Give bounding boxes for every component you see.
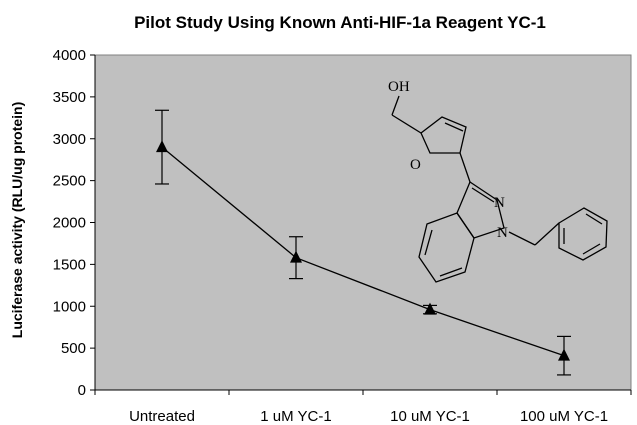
- x-tick-label: 10 uM YC-1: [390, 408, 470, 425]
- data-point-triangle: [290, 250, 302, 263]
- x-axis: Untreated 1 uM YC-1 10 uM YC-1 100 uM YC-1: [94, 389, 632, 425]
- benzyl-ring: [558, 207, 608, 261]
- structure-o-label: O: [410, 157, 421, 173]
- y-tick-label: 0: [78, 382, 86, 399]
- x-ticks: Untreated 1 uM YC-1 10 uM YC-1 100 uM YC-1: [94, 390, 632, 425]
- y-tick-label: 500: [61, 340, 86, 357]
- y-tick-label: 1000: [53, 298, 86, 315]
- chart-title: Pilot Study Using Known Anti-HIF-1a Reag…: [134, 13, 546, 32]
- x-tick-label: Untreated: [129, 408, 195, 425]
- series-line: [161, 146, 565, 357]
- data-series: [155, 109, 571, 376]
- data-point-triangle: [424, 302, 436, 315]
- y-tick-label: 4000: [53, 47, 86, 64]
- y-axis-label: Luciferase activity (RLU/ug protein): [9, 102, 25, 338]
- data-point-triangle: [558, 348, 570, 361]
- x-tick-label: 100 uM YC-1: [520, 408, 608, 425]
- structure-n2-label: N: [494, 195, 505, 211]
- y-tick-label: 3500: [53, 89, 86, 106]
- structure-oh-label: OH: [388, 79, 410, 95]
- furan-ring: [420, 116, 467, 154]
- y-tick-label: 2500: [53, 173, 86, 190]
- y-tick-label: 2000: [53, 215, 86, 232]
- y-ticks: 0 500 1000 1500 2000 2500 3000 3500 4000: [53, 47, 95, 399]
- x-tick-label: 1 uM YC-1: [260, 408, 331, 425]
- y-axis: 0 500 1000 1500 2000 2500 3000 3500 4000: [53, 47, 96, 399]
- y-tick-label: 1500: [53, 256, 86, 273]
- y-tick-label: 3000: [53, 131, 86, 148]
- structure-n1-label: N: [497, 225, 508, 241]
- pyrazole-ring: [456, 181, 505, 239]
- benzo-ring: [418, 212, 475, 283]
- plot-area: [94, 54, 632, 391]
- data-point-triangle: [156, 140, 168, 153]
- yc1-structure: OH O N N: [388, 79, 608, 283]
